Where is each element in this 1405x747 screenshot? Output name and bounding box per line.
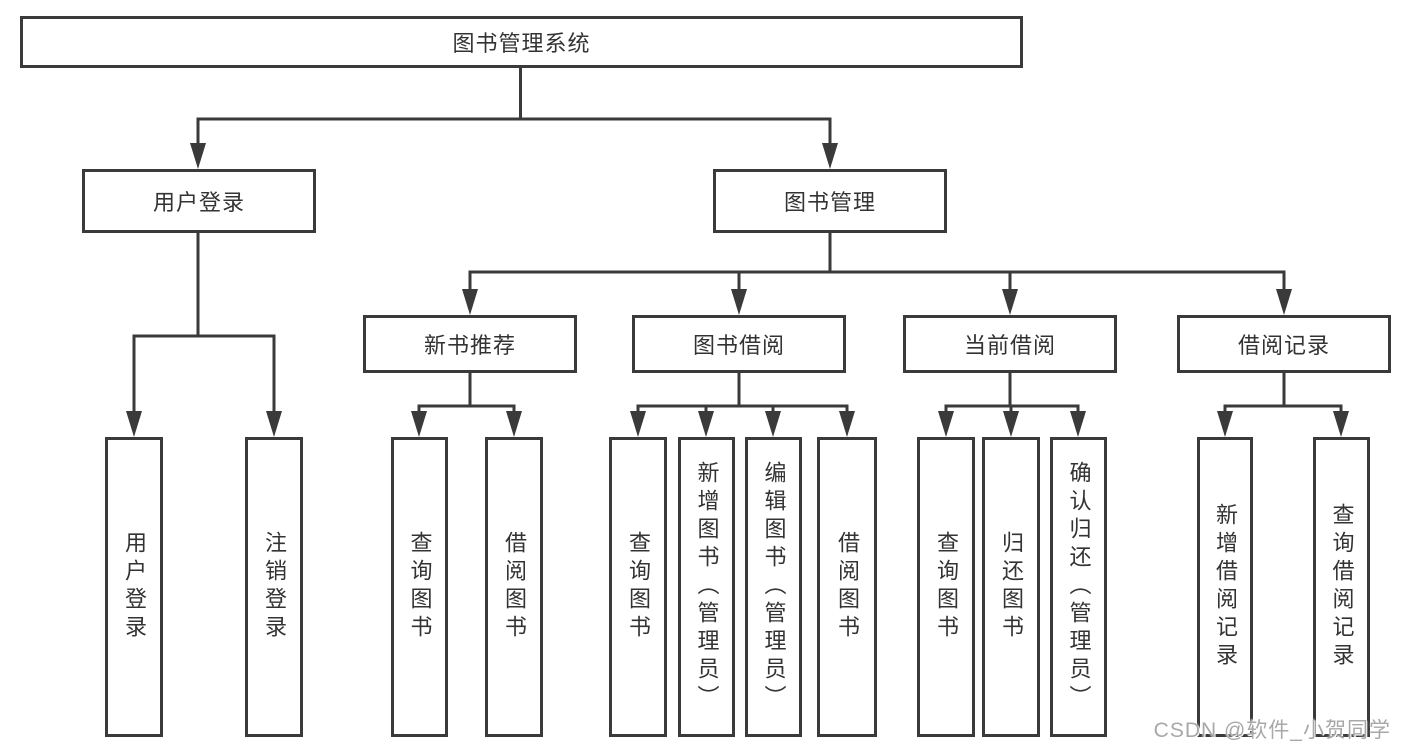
node-label: 新增借阅记录	[1213, 503, 1238, 671]
node-label: 图书借阅	[692, 333, 785, 358]
leaf-query-books: 查询图书	[391, 437, 448, 737]
node-new-book-recommend: 新书推荐	[363, 315, 577, 373]
csdn-watermark: CSDN @软件_小贺同学	[1153, 719, 1391, 742]
arrow-down-icon	[731, 289, 747, 315]
leaf-return-book: 归还图书	[982, 437, 1040, 737]
leaf-edit-book-admin: 编辑图书（管理员）	[745, 437, 802, 737]
node-label: 新书推荐	[423, 333, 516, 358]
arrow-down-icon	[1276, 289, 1292, 315]
arrow-down-icon	[1003, 411, 1019, 437]
node-borrow-records: 借阅记录	[1177, 315, 1391, 373]
arrow-down-icon	[1002, 289, 1018, 315]
arrow-down-icon	[266, 411, 282, 437]
node-label: 查询图书	[407, 531, 433, 643]
arrow-down-icon	[462, 289, 478, 315]
node-label: 用户登录	[122, 531, 147, 643]
leaf-user-login: 用户登录	[105, 437, 163, 737]
arrow-down-icon	[1333, 411, 1349, 437]
leaf-query-books: 查询图书	[917, 437, 975, 737]
leaf-add-borrow-record: 新增借阅记录	[1197, 437, 1253, 737]
node-label: 图书管理系统	[452, 31, 591, 56]
node-book-borrow: 图书借阅	[632, 315, 846, 373]
arrow-down-icon	[190, 143, 206, 169]
node-label: 新增图书（管理员）	[694, 461, 720, 713]
arrow-down-icon	[411, 411, 427, 437]
node-current-borrow: 当前借阅	[903, 315, 1117, 373]
node-label: 借阅记录	[1237, 333, 1330, 358]
arrow-down-icon	[698, 411, 714, 437]
arrow-down-icon	[1217, 411, 1233, 437]
node-label: 注销登录	[262, 531, 287, 643]
node-book-management: 图书管理	[713, 169, 947, 233]
arrow-down-icon	[822, 143, 838, 169]
node-label: 确认归还（管理员）	[1066, 461, 1092, 713]
arrow-down-icon	[506, 411, 522, 437]
node-label: 当前借阅	[963, 333, 1056, 358]
leaf-borrow-books: 借阅图书	[485, 437, 543, 737]
node-label: 用户登录	[152, 190, 245, 215]
leaf-query-books: 查询图书	[609, 437, 667, 737]
arrow-down-icon	[1070, 411, 1086, 437]
leaf-add-book-admin: 新增图书（管理员）	[678, 437, 735, 737]
arrow-down-icon	[765, 411, 781, 437]
arrow-down-icon	[938, 411, 954, 437]
arrow-down-icon	[126, 411, 142, 437]
arrow-down-icon	[630, 411, 646, 437]
arrow-down-icon	[839, 411, 855, 437]
node-user-login: 用户登录	[82, 169, 316, 233]
leaf-logout: 注销登录	[245, 437, 303, 737]
node-label: 借阅图书	[502, 531, 527, 643]
leaf-query-borrow-record: 查询借阅记录	[1313, 437, 1370, 737]
node-label: 归还图书	[999, 531, 1024, 643]
node-label: 编辑图书（管理员）	[761, 461, 787, 713]
node-library-management-system: 图书管理系统	[20, 16, 1023, 68]
leaf-borrow-books: 借阅图书	[817, 437, 877, 737]
node-label: 查询借阅记录	[1329, 503, 1355, 671]
node-label: 借阅图书	[835, 531, 860, 643]
leaf-confirm-return-admin: 确认归还（管理员）	[1050, 437, 1107, 737]
node-label: 查询图书	[934, 531, 959, 643]
node-label: 查询图书	[626, 531, 651, 643]
node-label: 图书管理	[783, 190, 876, 215]
